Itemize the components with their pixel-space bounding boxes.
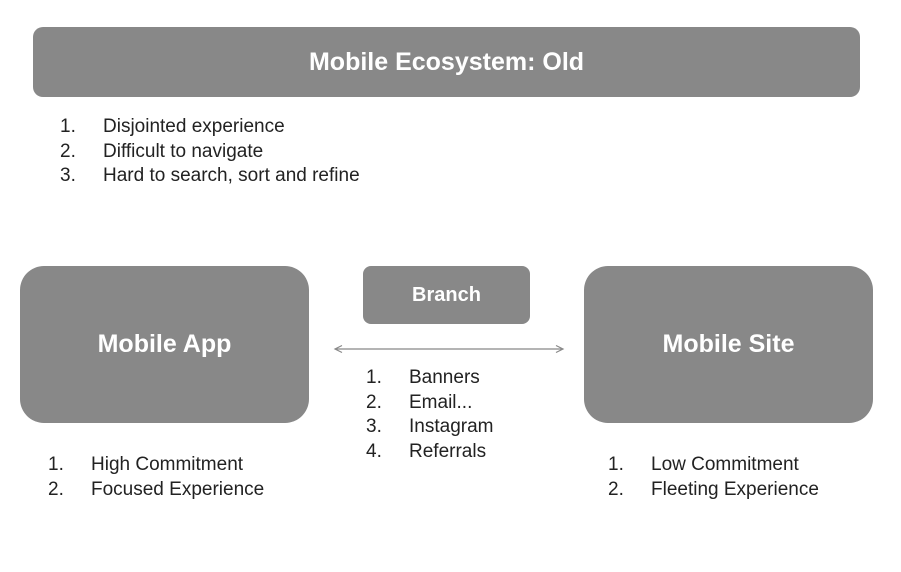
list-item: 2. Difficult to navigate xyxy=(60,140,360,165)
list-item-number: 3. xyxy=(60,165,76,186)
list-item-number: 1. xyxy=(366,367,382,388)
list-item-text: Difficult to navigate xyxy=(103,140,264,162)
mobile-app-box: Mobile App xyxy=(20,266,309,423)
mobile-site-label: Mobile Site xyxy=(662,330,795,358)
list-item-text: Banners xyxy=(409,367,480,388)
list-item: 2. Focused Experience xyxy=(48,478,264,503)
old-issues-list: 1. Disjointed experience 2. Difficult to n… xyxy=(60,115,360,189)
list-item: 1. High Commitment xyxy=(48,453,264,478)
list-item: 3. Hard to search, sort and refine xyxy=(60,164,360,189)
list-item: 2. Email... xyxy=(366,391,493,416)
list-item-text: Referrals xyxy=(409,440,487,462)
list-item-number: 3. xyxy=(366,416,382,437)
diagram-title: Mobile Ecosystem: Old xyxy=(308,47,585,76)
list-item-number: 1. xyxy=(608,454,624,475)
list-item-text: Low Commitment xyxy=(651,454,799,475)
arrow-head-left xyxy=(333,344,343,354)
list-item-text: High Commitment xyxy=(91,454,244,475)
list-item: 1. Low Commitment xyxy=(608,453,819,478)
mobile-app-traits-list: 1. High Commitment 2. Focused Experience xyxy=(48,453,264,502)
list-item-number: 4. xyxy=(366,440,382,462)
list-item-number: 1. xyxy=(60,116,76,137)
list-item: 1. Banners xyxy=(366,366,493,391)
list-item: 1. Disjointed experience xyxy=(60,115,360,140)
double-arrow-connector xyxy=(333,344,565,354)
title-box: Mobile Ecosystem: Old xyxy=(33,27,860,97)
list-item: 4. Referrals xyxy=(366,440,493,465)
list-item-number: 2. xyxy=(366,391,382,413)
list-item: 2. Fleeting Experience xyxy=(608,478,819,503)
branch-box: Branch xyxy=(363,266,530,324)
list-item-text: Hard to search, sort and refine xyxy=(103,165,360,186)
list-item-text: Focused Experience xyxy=(91,478,265,500)
list-item: 3. Instagram xyxy=(366,415,493,440)
list-item-number: 1. xyxy=(48,454,64,475)
list-item-number: 2. xyxy=(608,478,624,500)
list-item-text: Disjointed experience xyxy=(103,116,285,137)
branch-channels-list: 1. Banners 2. Email... 3. Instagram 4. Refer… xyxy=(366,366,493,464)
arrow-head-right xyxy=(555,344,565,354)
mobile-app-label: Mobile App xyxy=(97,330,232,358)
branch-label: Branch xyxy=(412,283,481,306)
list-item-text: Fleeting Experience xyxy=(651,478,819,500)
list-item-number: 2. xyxy=(48,478,64,500)
mobile-site-traits-list: 1. Low Commitment 2. Fleeting Experience xyxy=(608,453,819,502)
list-item-number: 2. xyxy=(60,140,76,162)
mobile-site-box: Mobile Site xyxy=(584,266,873,423)
list-item-text: Email... xyxy=(409,391,473,413)
list-item-text: Instagram xyxy=(409,416,494,437)
